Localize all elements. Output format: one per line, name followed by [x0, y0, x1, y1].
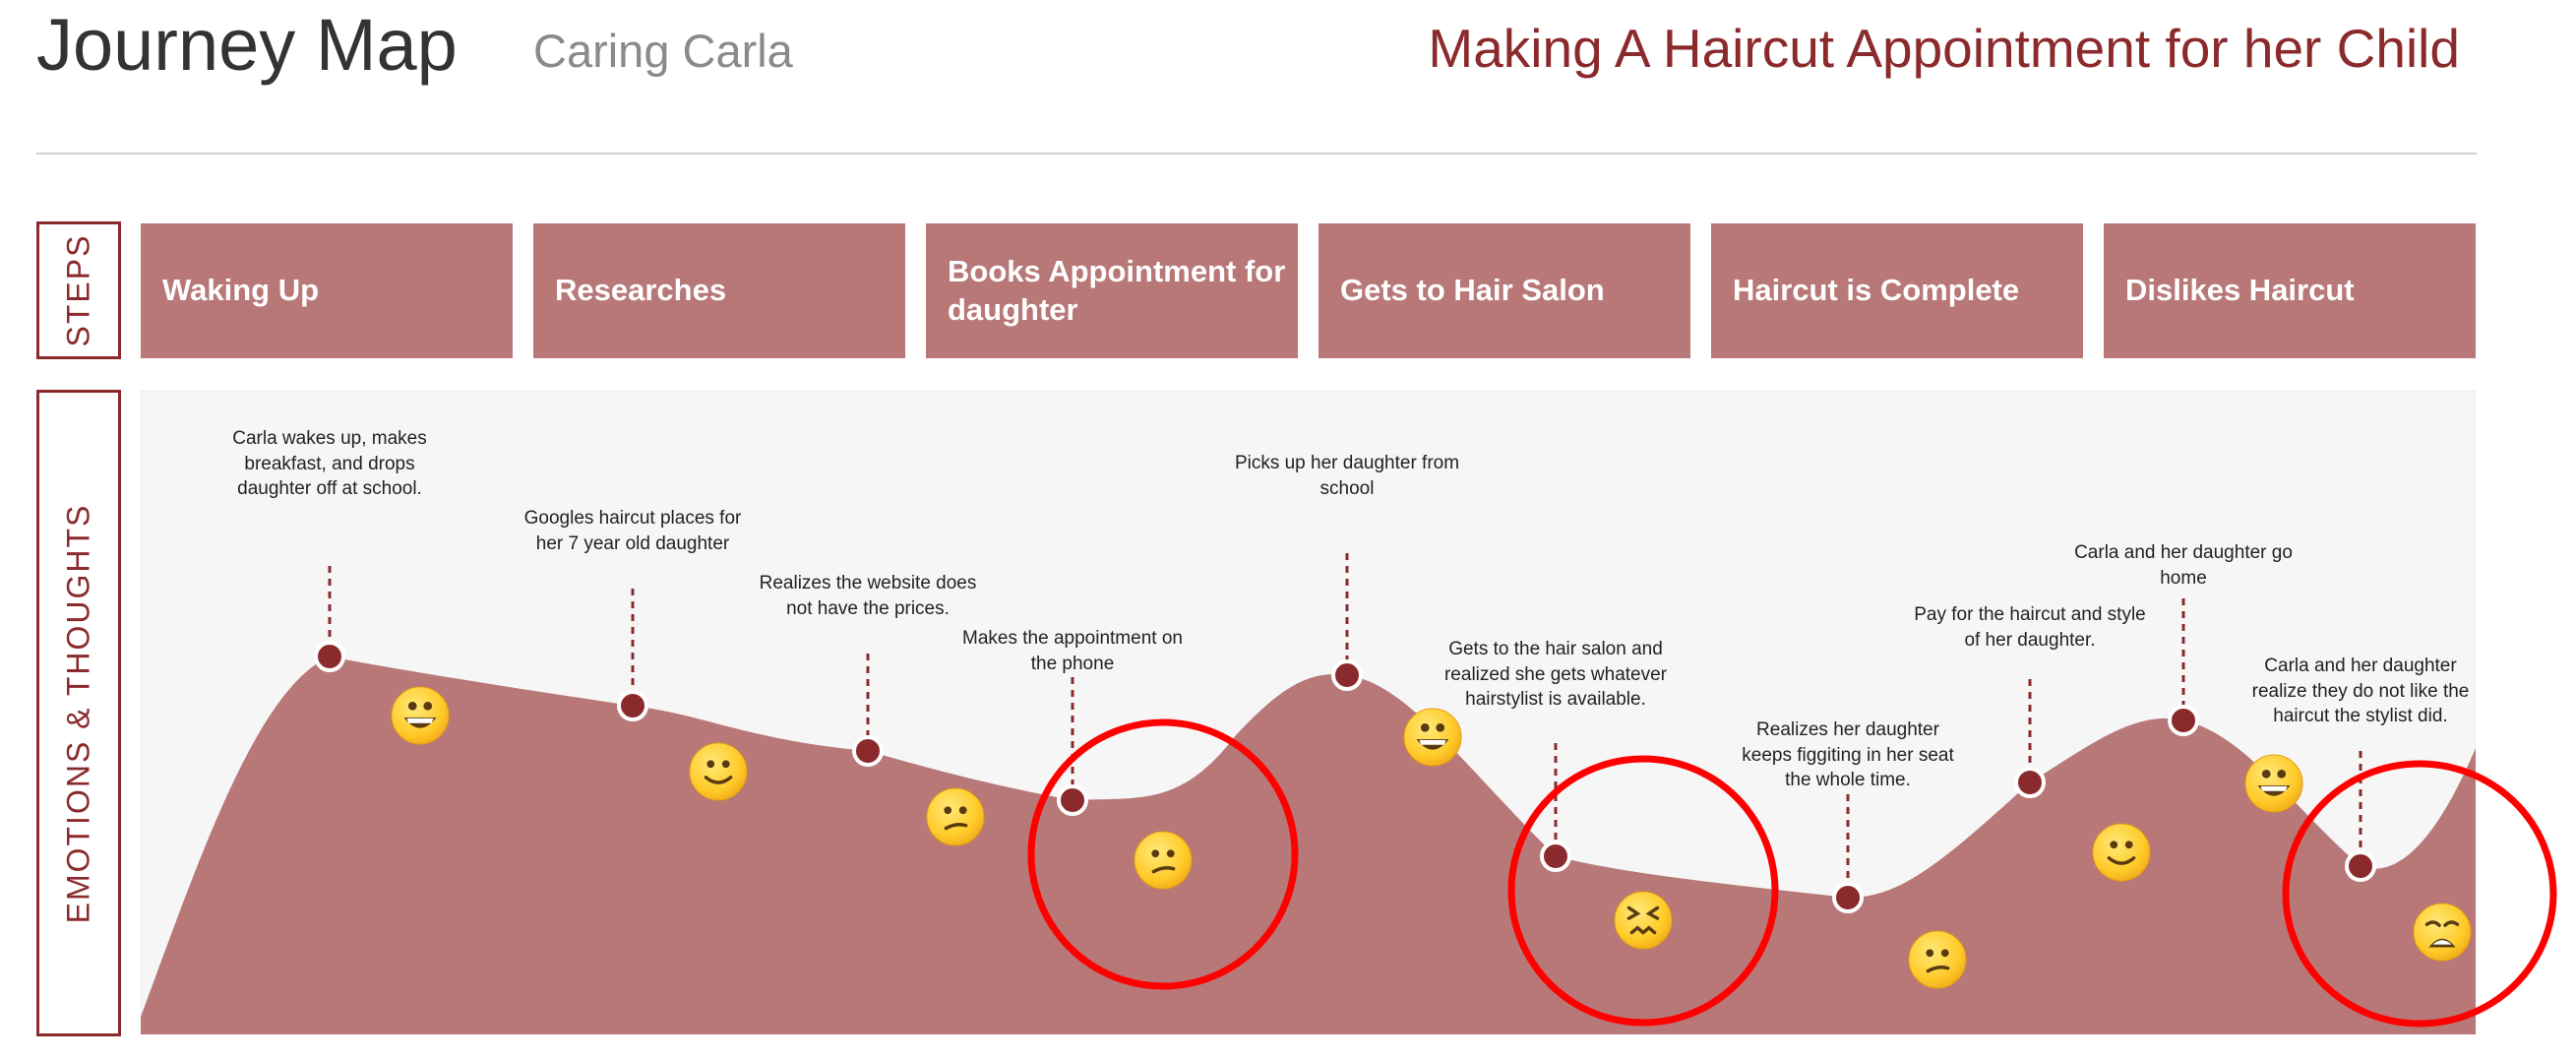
highlight-circle-2 — [1507, 755, 1779, 1027]
weary-face-icon — [2412, 902, 2473, 963]
scenario-title: Making A Haircut Appointment for her Chi… — [1428, 18, 2460, 79]
pain-point-highlights — [1027, 718, 2557, 1028]
grinning-face-icon — [2243, 753, 2304, 814]
confused-face-icon — [925, 786, 986, 847]
touchpoint-markers — [314, 641, 2376, 913]
touchpoint-note-10: Carla and her daughter realize they do n… — [2251, 655, 2470, 726]
touchpoint-marker-3 — [852, 735, 884, 767]
header-divider — [36, 153, 2477, 155]
highlight-circle-1 — [1027, 718, 1299, 990]
touchpoint-marker-4 — [1057, 784, 1088, 816]
touchpoint-note-4: Makes the appointment on the phone — [962, 628, 1183, 674]
touchpoint-note-5: Picks up her daughter from school — [1234, 453, 1460, 499]
step-haircut-complete: Haircut is Complete — [1711, 223, 2083, 358]
touchpoint-connectors — [328, 553, 2362, 891]
slightly-smiling-face-icon — [688, 741, 749, 802]
highlight-circle-3 — [2282, 760, 2557, 1028]
slightly-smiling-face-icon — [2091, 822, 2152, 883]
touchpoint-marker-6 — [1540, 841, 1571, 872]
confused-face-icon — [1907, 929, 1968, 990]
touchpoint-note-8: Pay for the haircut and style of her dau… — [1914, 604, 2146, 651]
step-dislikes-haircut: Dislikes Haircut — [2104, 223, 2476, 358]
touchpoint-marker-8 — [2014, 767, 2046, 798]
page-title: Journey Map — [36, 4, 458, 86]
step-books-appointment: Books Appointment for daughter — [926, 223, 1298, 358]
touchpoint-note-3: Realizes the website does not have the p… — [759, 573, 977, 619]
touchpoint-marker-2 — [617, 690, 648, 721]
steps-row-label: STEPS — [36, 221, 121, 359]
touchpoint-marker-1 — [314, 641, 345, 672]
touchpoint-marker-10 — [2345, 850, 2376, 882]
step-waking-up: Waking Up — [141, 223, 513, 358]
touchpoint-note-6: Gets to the hair salon and realized she … — [1443, 639, 1667, 710]
touchpoint-marker-9 — [2168, 705, 2199, 736]
confounded-face-icon — [1613, 890, 1674, 951]
confused-face-icon — [1133, 830, 1194, 891]
touchpoint-marker-5 — [1331, 659, 1363, 691]
step-researches: Researches — [533, 223, 905, 358]
emotions-row-label: EMOTIONS & THOUGHTS — [36, 390, 121, 1036]
grinning-face-icon — [390, 685, 451, 746]
touchpoint-note-2: Googles haircut places for her 7 year ol… — [523, 508, 742, 554]
persona-name: Caring Carla — [533, 25, 793, 77]
touchpoint-note-7: Realizes her daughter keeps figgiting in… — [1742, 719, 1954, 790]
touchpoint-marker-7 — [1832, 882, 1864, 913]
grinning-face-icon — [1402, 707, 1463, 768]
touchpoint-note-9: Carla and her daughter go home — [2074, 542, 2293, 589]
step-gets-to-hair-salon: Gets to Hair Salon — [1319, 223, 1690, 358]
touchpoint-note-1: Carla wakes up, makes breakfast, and dro… — [232, 428, 427, 499]
